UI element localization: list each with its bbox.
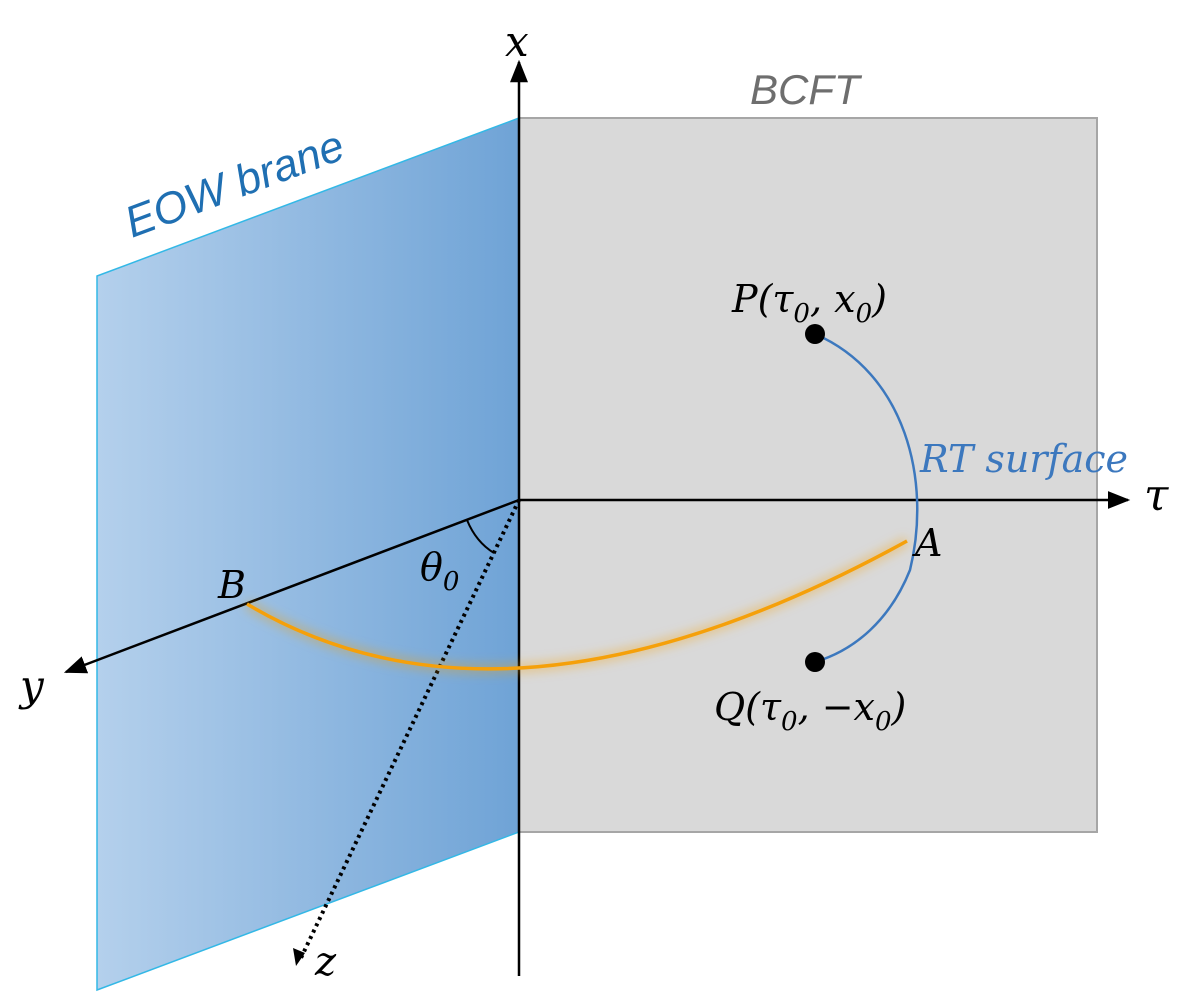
axis-y-label: y: [18, 661, 45, 710]
point-q-dot: [805, 652, 825, 672]
z-axis-arrowhead: [293, 948, 305, 966]
point-p-dot: [805, 324, 825, 344]
eow-brane-plane: [96, 116, 520, 992]
point-p-label: P(τ0, x0): [731, 277, 887, 329]
geodesic-curve-ab: [246, 539, 908, 671]
theta-label: θ0: [420, 545, 459, 597]
z-axis-line: [298, 499, 521, 961]
bcft-label: BCFT: [750, 66, 863, 113]
point-a-label: A: [912, 521, 942, 565]
y-axis-line: [63, 498, 520, 674]
bcft-plane: [518, 117, 1098, 833]
axis-tau-label: τ: [1144, 470, 1169, 521]
rt-surface-curve: [814, 332, 919, 664]
point-b-label: B: [217, 563, 246, 607]
axis-z-label: z: [314, 939, 337, 985]
rt-surface-label: RT surface: [919, 437, 1128, 481]
point-q-label: Q(τ0, −x0): [714, 685, 906, 737]
axis-x-label: x: [505, 17, 529, 66]
theta-angle-arc: [466, 519, 495, 554]
